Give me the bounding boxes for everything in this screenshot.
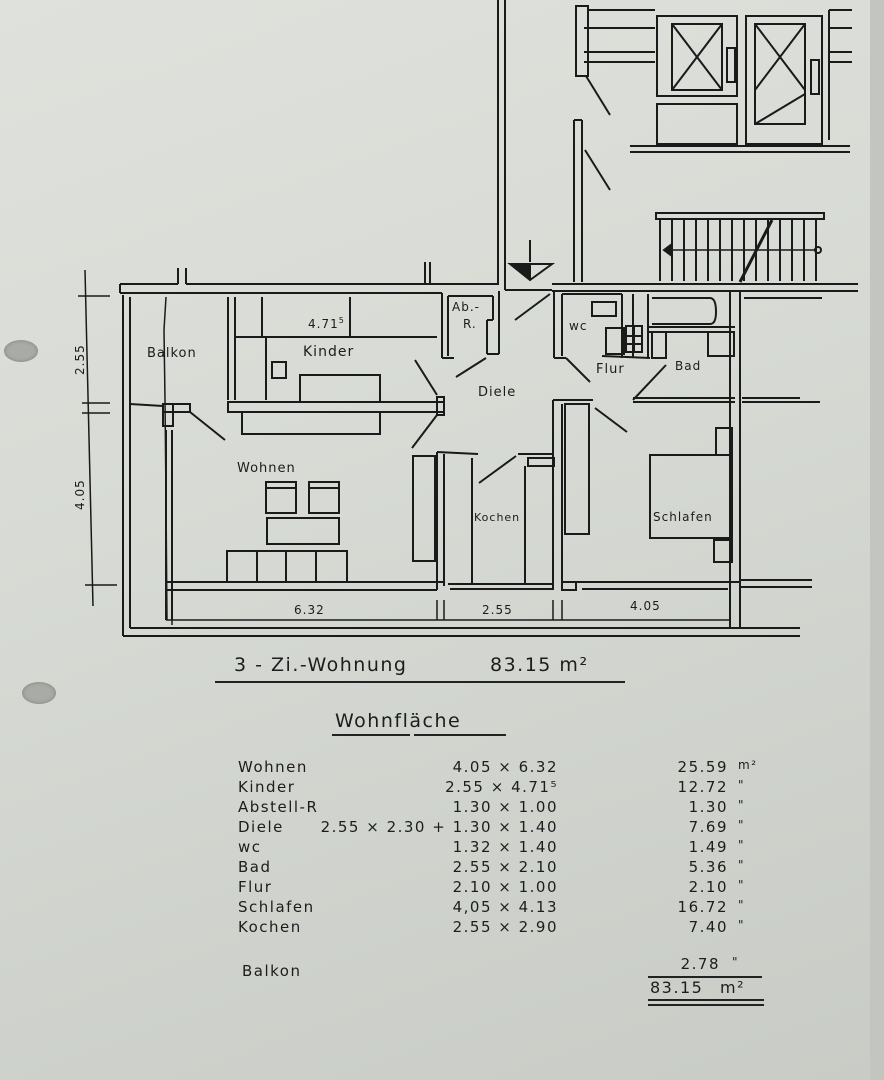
floor-plan: Balkon Kinder 4.715 Wohnen Ab.- R. Diele… [73,0,858,637]
room-label-diele: Diele [478,385,516,400]
room-calculation: 2.10 × 1.00 [452,878,558,896]
punch-hole-bottom [22,682,56,704]
room-area: 12.72 [677,778,728,796]
elevator-icon [575,5,852,153]
area-table: Wohnen 4.05 × 6.32 25.59 m² Kinder 2.55 … [238,758,768,938]
section-underline-1 [332,734,410,736]
room-unit: " [738,918,746,932]
room-calculation: 4,05 × 4.13 [452,898,558,916]
table-row: Kinder 2.55 × 4.71⁵ 12.72 " [238,778,768,798]
room-calculation: 1.30 × 1.00 [452,798,558,816]
dimension-left-upper: 2.55 [73,344,87,375]
stairwell-door [573,119,611,282]
room-area: 16.72 [677,898,728,916]
table-row: wc 1.32 × 1.40 1.49 " [238,838,768,858]
room-name: wc [238,838,262,856]
total-double-underline-1 [648,999,764,1001]
wc-bad-walls [553,291,822,403]
room-calculation: 2.55 × 2.10 [452,858,558,876]
table-row: Wohnen 4.05 × 6.32 25.59 m² [238,758,768,778]
apartment-total-area: 83.15 m² [490,654,589,676]
room-label-kochen: Kochen [474,511,520,524]
room-calculation: 4.05 × 6.32 [452,758,558,776]
room-name: Diele [238,818,284,836]
dimension-kochen-width: 2.55 [482,603,513,617]
table-row: Abstell-R 1.30 × 1.00 1.30 " [238,798,768,818]
schlafen-walls [649,427,733,563]
balkon-label: Balkon [242,962,302,980]
room-label-kinder: Kinder [303,344,354,360]
room-calculation: 2.55 × 2.90 [452,918,558,936]
total-double-underline-2 [648,1004,764,1006]
room-area: 25.59 [677,758,728,776]
room-area: 1.30 [688,798,728,816]
room-unit: " [738,898,746,912]
room-calculation: 2.55 × 4.71⁵ [445,778,558,796]
dimension-left-lower: 4.05 [73,479,87,510]
room-name: Flur [238,878,273,896]
abstell-room-walls [441,289,552,378]
room-unit: " [738,818,746,832]
entrance-arrow-icon [507,240,556,282]
section-underline-2 [414,734,506,736]
table-row: Schlafen 4,05 × 4.13 16.72 " [238,898,768,918]
dimension-wohnen-width: 6.32 [294,603,325,617]
room-name: Kochen [238,918,302,936]
room-unit: " [738,878,746,892]
table-row: Bad 2.55 × 2.10 5.36 " [238,858,768,878]
room-label-wc: wc [569,319,587,333]
table-row: Kochen 2.55 × 2.90 7.40 " [238,918,768,938]
dimension-kinder-value: 4.71 [308,317,339,331]
dimension-lines-left [78,269,117,607]
shaft-wall [497,0,506,290]
room-label-abstell-r: R. [463,317,477,331]
room-name: Wohnen [238,758,308,776]
room-unit: m² [738,758,758,772]
room-unit: " [738,798,746,812]
room-area: 1.49 [688,838,728,856]
room-name: Schlafen [238,898,315,916]
balkon-area: 2.78 [680,955,720,973]
room-label-flur: Flur [596,362,625,377]
room-calculation: 2.55 × 2.30 + 1.30 × 1.40 [320,818,558,836]
room-unit: " [738,838,746,852]
dimension-kinder-sup: 5 [339,316,345,325]
room-name: Kinder [238,778,296,796]
room-area: 7.69 [688,818,728,836]
room-label-balkon: Balkon [147,346,197,361]
room-unit: " [738,858,746,872]
table-row: Diele 2.55 × 2.30 + 1.30 × 1.40 7.69 " [238,818,768,838]
room-area: 7.40 [688,918,728,936]
wohnen-furniture [226,481,348,583]
table-row: Flur 2.10 × 1.00 2.10 " [238,878,768,898]
total-area-unit: m² [720,978,745,997]
total-area-value: 83.15 [650,978,704,997]
room-area: 2.10 [688,878,728,896]
room-label-bad: Bad [675,359,701,373]
dimension-kinder-length: 4.715 [308,316,345,331]
room-name: Abstell-R [238,798,319,816]
room-label-wohnen: Wohnen [237,461,296,476]
staircase-icon [655,212,825,283]
room-area: 5.36 [688,858,728,876]
room-calculation: 1.32 × 1.40 [452,838,558,856]
balcony-walls [129,296,226,621]
balkon-unit: " [732,955,740,969]
paper-edge [870,0,884,1080]
outer-walls [119,262,858,637]
sum-line [648,976,762,978]
title-underline [215,681,625,683]
room-label-abstell: Ab.- [452,300,480,314]
punch-hole-top [4,340,38,362]
room-unit: " [738,778,746,792]
room-name: Bad [238,858,272,876]
section-heading-wohnflaeche: Wohnfläche [335,710,462,732]
kinder-room-walls [227,297,445,449]
apartment-type-title: 3 - Zi.-Wohnung [234,654,408,676]
room-label-schlafen: Schlafen [653,510,713,524]
dimension-lines-bottom [166,600,730,625]
dimension-schlafen-width: 4.05 [630,599,661,613]
